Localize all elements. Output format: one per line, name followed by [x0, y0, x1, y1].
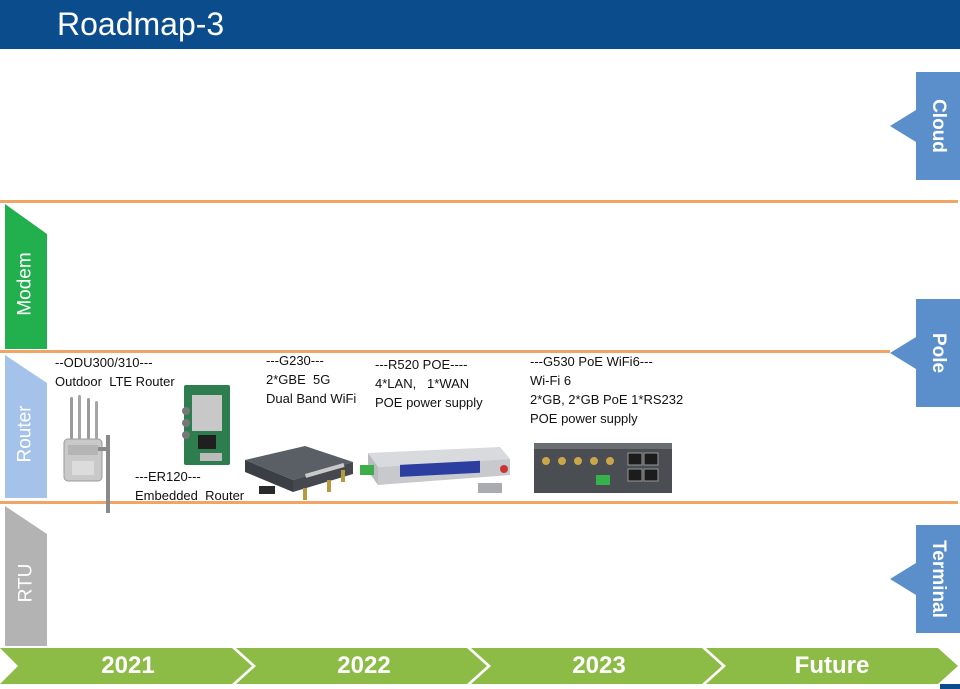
side-tab-pole-shape	[890, 299, 960, 407]
tier-rtu-label: RTU	[15, 563, 36, 603]
side-tab-cloud: Cloud	[890, 72, 960, 180]
product-er120-description: ---ER120--- Embedded Router	[135, 467, 244, 505]
g230-router-image	[245, 446, 353, 500]
timeline-year-2023: 2023	[572, 652, 626, 679]
tier-rtu: RTU	[5, 506, 47, 646]
divider-modem-router	[0, 350, 890, 353]
product-g530-line: Wi-Fi 6	[530, 373, 572, 388]
timeline-year-future: Future	[794, 652, 870, 679]
side-tab-terminal-label: Terminal	[928, 540, 949, 618]
g530-router-image	[534, 443, 672, 493]
product-odu-line: Outdoor LTE Router	[55, 374, 175, 389]
er120-board-image	[182, 385, 230, 465]
side-tab-pole-label: Pole	[928, 332, 949, 374]
tier-rtu-shape	[5, 506, 47, 646]
product-odu-line: --ODU300/310---	[55, 355, 153, 370]
tier-router-shape	[5, 355, 47, 498]
side-tab-cloud-label: Cloud	[928, 99, 950, 153]
side-tab-terminal: Terminal	[890, 525, 960, 633]
product-g230-description: ---G230--- 2*GBE 5G Dual Band WiFi	[266, 351, 356, 408]
product-g530-description: ---G530 PoE WiFi6--- Wi-Fi 6 2*GB, 2*GB …	[530, 352, 683, 428]
tier-modem-shape	[5, 204, 47, 349]
tier-router-label: Router	[15, 404, 36, 463]
side-tab-pole: Pole	[890, 299, 960, 407]
product-g230-line: ---G230---	[266, 353, 324, 368]
product-g530-line: 2*GB, 2*GB PoE 1*RS232	[530, 392, 684, 407]
title-bar: Roadmap-3	[0, 0, 960, 49]
product-r520-line: ---R520 POE----	[375, 357, 468, 372]
corner-accent	[940, 684, 960, 689]
tier-modem: Modem	[5, 204, 47, 349]
product-r520-description: ---R520 POE---- 4*LAN, 1*WAN POE power s…	[375, 355, 483, 412]
timeline-year-2021: 2021	[101, 652, 155, 679]
product-g530-line: ---G530 PoE WiFi6---	[530, 354, 653, 369]
side-tab-terminal-shape	[890, 525, 960, 633]
divider-router-rtu	[0, 501, 958, 504]
product-g230-line: 2*GBE 5G	[266, 372, 331, 387]
product-er120-line: Embedded Router	[135, 488, 245, 503]
product-odu-description: --ODU300/310--- Outdoor LTE Router	[55, 353, 175, 391]
tier-modem-label: Modem	[15, 252, 37, 316]
product-er120-line: ---ER120---	[135, 469, 201, 484]
page-title: Roadmap-3	[57, 6, 225, 42]
divider-cloud-modem	[0, 200, 958, 203]
product-g230-line: Dual Band WiFi	[266, 391, 357, 406]
product-r520-line: POE power supply	[375, 395, 483, 410]
tier-router: Router	[5, 355, 47, 498]
timeline-year-2022: 2022	[337, 652, 391, 679]
odu-router-image	[63, 395, 110, 513]
timeline-bar	[0, 648, 958, 684]
r520-router-image	[360, 447, 510, 493]
product-g530-line: POE power supply	[530, 411, 638, 426]
product-r520-line: 4*LAN, 1*WAN	[375, 376, 470, 391]
side-tab-cloud-shape	[890, 72, 960, 180]
